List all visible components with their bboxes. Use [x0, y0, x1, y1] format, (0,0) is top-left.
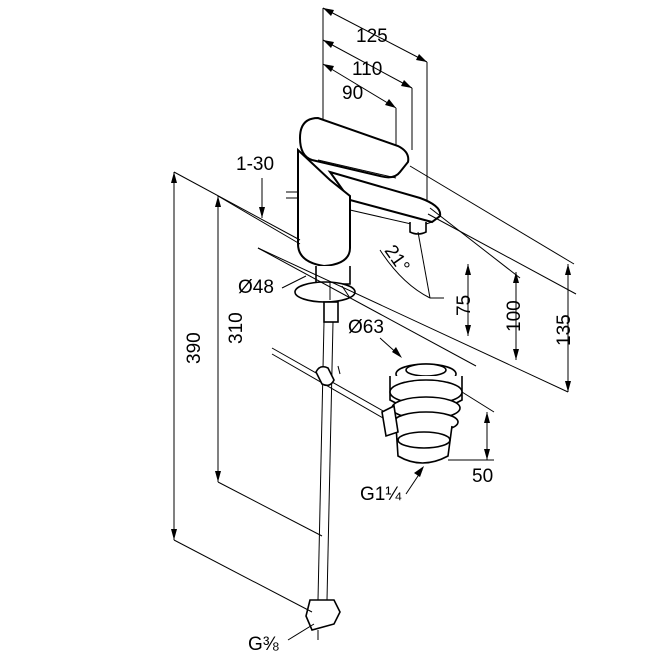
dim-label-drain-diameter: Ø63: [348, 317, 384, 338]
dim-label-supply-thread: G⅜: [248, 634, 279, 655]
dim-label-100: 100: [504, 300, 525, 332]
dim-label-110: 110: [352, 59, 382, 80]
arrow-drain-thread: [414, 466, 424, 477]
right-height-dimensions: [257, 165, 577, 393]
dim-label-drain-thread: G1¼: [360, 484, 402, 505]
dim-label-390: 390: [184, 332, 205, 364]
lever-angle-dimension: [259, 178, 265, 218]
faucet-body: [286, 116, 442, 268]
faucet-mount: [294, 266, 356, 323]
dim-label-drain-height: 50: [472, 466, 493, 487]
dim-label-90: 90: [342, 83, 363, 104]
drain-rod: [271, 347, 393, 423]
arrow-drain-diameter: [392, 347, 402, 358]
dim-label-lever-angle: 1-30: [236, 154, 274, 175]
dim-line-110: [322, 39, 413, 89]
dim-label-spout-angle: 21°: [380, 241, 414, 277]
dim-label-125: 125: [356, 26, 388, 47]
drain-valve: [381, 363, 463, 464]
drain-height-dimension: [448, 391, 495, 461]
dim-line-125: [322, 7, 428, 63]
dim-label-310: 310: [226, 312, 247, 344]
dim-label-base-diameter: Ø48: [238, 277, 274, 298]
dim-label-75: 75: [454, 295, 475, 316]
top-width-dimensions: [322, 7, 428, 205]
supply-hose: [305, 321, 341, 640]
leader-base-diameter: [281, 275, 307, 289]
spout-angle-dimension: [379, 231, 444, 299]
dim-label-135: 135: [554, 314, 575, 346]
leader-supply-thread: [287, 623, 315, 641]
left-height-dimensions: [171, 171, 323, 613]
dim-line-90: [322, 63, 397, 109]
